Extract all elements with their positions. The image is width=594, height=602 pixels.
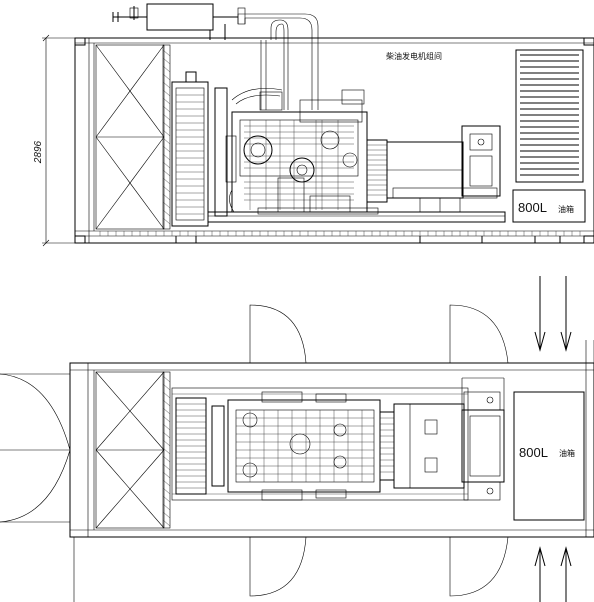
skid-base-plan (171, 387, 469, 501)
tank-label-elevation: 油箱 (558, 204, 574, 214)
door-swing-top-left (249, 304, 307, 364)
exhaust-muffler (112, 3, 246, 40)
door-swing-left-end (0, 373, 71, 523)
container-plan (69, 340, 594, 602)
radiator-elevation (171, 71, 209, 227)
tank-capacity-elevation: 800L (518, 200, 547, 215)
container-elevation (74, 37, 594, 244)
base-frame-elevation (207, 187, 506, 223)
fuel-tank-plan: 800L 油箱 (513, 391, 585, 521)
door-swing-top-right (449, 304, 509, 364)
alternator-plan (393, 377, 505, 501)
door-swing-bottom-right (449, 536, 509, 597)
diesel-engine-elevation (214, 87, 388, 217)
room-label: 柴油发电机组间 (386, 51, 442, 61)
floor-base-elevation (99, 231, 581, 243)
alternator-elevation (386, 125, 501, 199)
inlet-louver-elevation (95, 44, 171, 230)
airflow-arrows-bottom (534, 546, 572, 602)
exhaust-pipes (237, 13, 319, 110)
tank-capacity-plan: 800L (519, 445, 548, 460)
elevation-view: 800L 油箱 柴油发电机组间 2896 (33, 3, 594, 247)
airflow-arrows-top (534, 276, 572, 352)
tank-label-plan: 油箱 (559, 448, 575, 458)
door-swing-bottom-left (249, 536, 307, 597)
outlet-louver-elevation (515, 49, 584, 183)
height-dimension: 2896 (33, 34, 75, 247)
inlet-louver-plan (95, 371, 171, 529)
plan-view: 800L 油箱 (0, 276, 594, 602)
diesel-engine-plan (211, 391, 395, 501)
radiator-plan (175, 397, 207, 495)
fuel-tank-elevation: 800L 油箱 (512, 189, 586, 223)
height-dimension-text: 2896 (33, 140, 44, 164)
